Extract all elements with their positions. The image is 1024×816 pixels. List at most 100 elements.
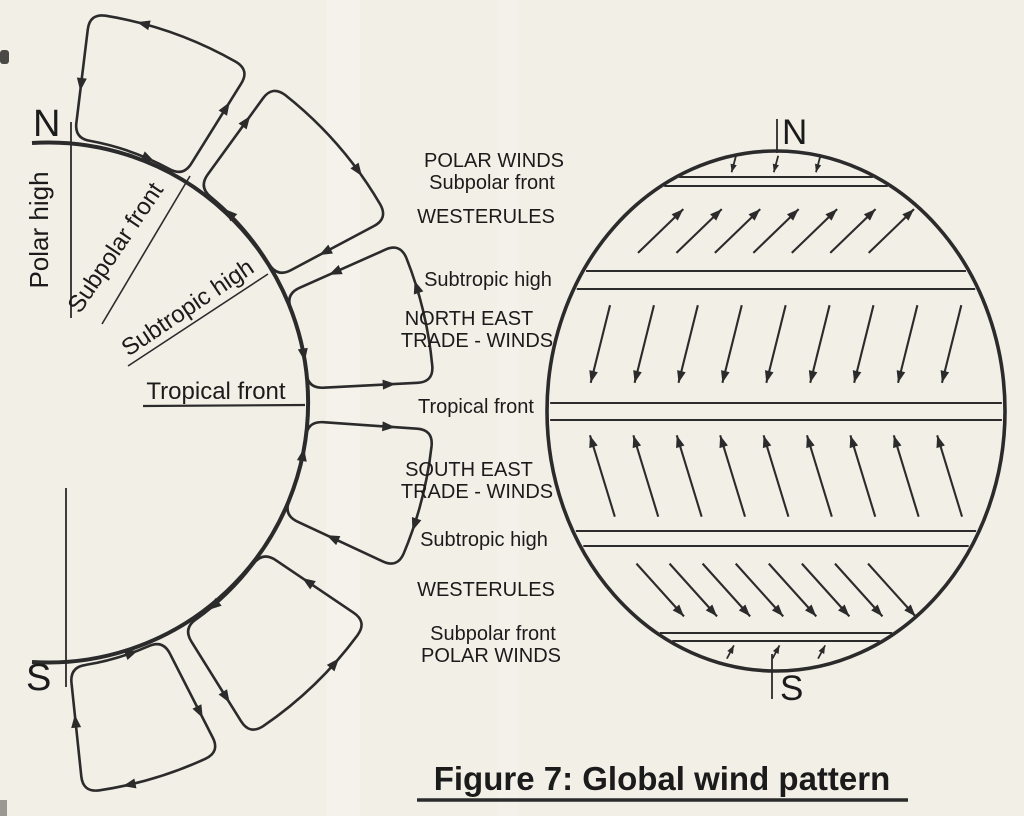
polar-winds-north-arrowhead [772,163,779,173]
ferrel-cell-north-loop [202,89,385,275]
polar-cell-north-loop [74,14,246,174]
ferrel-cell-south-loop [186,555,363,731]
northeast-trade-winds-arrow-shaft [633,304,655,384]
westerlies-south-arrowhead [838,604,850,617]
cell-flow-arrowhead [218,689,230,703]
southeast-trade-winds-arrow-shaft [588,435,616,517]
figure-caption: Figure 7: Global wind pattern [417,760,908,802]
southeast-trade-winds-arrowhead [632,435,642,449]
northeast-trade-winds-arrows [589,304,963,384]
cell-flow-arrowhead [140,151,155,162]
polar-winds-north-arrows [730,155,822,173]
westerlies-north-arrowhead [825,209,838,221]
northeast-trade-winds-arrowhead [677,370,686,383]
globe-north-label: N [782,113,807,152]
hadley-cell-north-loop [288,246,434,390]
northeast-trade-winds-arrowhead [721,370,730,383]
belt-label-subpolar-front: Subpolar front [430,623,556,645]
figure-caption-text: Figure 7: Global wind pattern [434,760,891,797]
belt-label-westerules: WESTERULES [417,206,555,228]
cell-flow-arrowhead [297,347,308,362]
polar-high-label: Polar high [24,171,54,288]
globe-wind-arrows [588,155,964,660]
polar-cell-south [70,642,217,792]
belt-label-trade-winds: TRADE - WINDS [401,330,553,352]
polar-cell-north [74,14,246,174]
northeast-trade-winds-arrow-shaft [765,304,787,384]
cell-flow-arrowhead [122,778,137,789]
belt-label-tropical-front: Tropical front [418,396,534,418]
polar-winds-south-arrowhead [727,645,734,654]
westerlies-north-arrowhead [748,209,761,221]
cell-flow-arrowhead [411,516,422,531]
south-pole-label: S [26,657,51,699]
cell-flow-arrowhead [76,77,87,91]
southeast-trade-winds-arrowhead [936,435,945,449]
northeast-trade-winds-arrow-shaft [677,304,699,384]
westerlies-south-arrowhead [705,604,718,617]
circulation-cell-loops [70,14,434,792]
globe-outline [545,149,1007,673]
scan-artifact [0,50,9,64]
southeast-trade-winds-arrowhead [762,435,772,449]
southeast-trade-winds-arrow-shaft [719,435,747,517]
southeast-trade-winds-arrowhead [676,435,685,449]
cell-flow-arrowhead [328,264,343,275]
subtropic-high-line [127,273,269,367]
ferrel-cell-south [186,555,363,731]
polar-winds-south-arrows [726,644,826,660]
northeast-trade-winds-arrowhead [808,370,818,383]
westerlies-south-arrowhead [771,604,784,617]
tropical-front-line [142,403,306,408]
polar-winds-south-arrowhead [818,645,826,654]
westerlies-north-arrowhead [786,209,799,221]
polar-winds-north-arrowhead [730,163,737,173]
southeast-trade-winds-arrow-shaft [849,435,877,517]
westerlies-south-arrowhead [904,604,916,617]
cell-flow-arrowhead [350,162,363,177]
hemisphere-arc [31,140,311,665]
hadley-cell-north [288,246,434,390]
southeast-trade-winds-arrowhead [589,435,598,449]
northeast-trade-winds-arrowhead [764,370,774,383]
westerlies-north-arrowhead [863,209,876,221]
cell-flow-arrowhead [326,658,340,672]
westerlies-south-arrows [635,562,917,618]
northeast-trade-winds-arrow-shaft [589,304,612,384]
southeast-trade-winds-arrow-shaft [632,435,660,517]
cell-flow-arrowhead [123,650,138,660]
cell-flow-arrowhead [208,598,222,611]
northeast-trade-winds-arrowhead [896,370,906,383]
northeast-trade-winds-arrow-shaft [809,304,831,384]
belt-label-westerules: WESTERULES [417,579,555,601]
cell-flow-arrowhead [224,208,238,222]
westerlies-south-arrowhead [672,604,684,617]
southeast-trade-winds-arrowhead [893,435,902,449]
westerlies-south-arrowhead [738,604,751,617]
northeast-trade-winds-arrowhead [589,370,598,383]
westerlies-south-arrowhead [871,604,883,617]
northeast-trade-winds-arrow-shaft [940,304,963,384]
northeast-trade-winds-arrow-shaft [853,304,875,384]
cell-flow-arrowhead [326,535,341,546]
cell-flow-arrowhead [238,115,251,130]
belt-label-north-east: NORTH EAST [405,308,534,330]
belt-label-trade-winds: TRADE - WINDS [401,481,553,503]
tropical-front-label: Tropical front [146,378,285,405]
belt-label-polar-winds: POLAR WINDS [424,150,564,172]
cell-flow-arrowhead [296,448,307,462]
westerlies-north-arrowhead [671,209,684,221]
globe-front-lines [550,176,1002,642]
belt-label-south-east: SOUTH EAST [405,459,533,481]
westerlies-north-arrowhead [902,209,915,221]
scan-artifact [0,800,7,816]
hadley-cell-south [286,420,433,565]
westerlies-north-arrows [637,208,915,254]
polar-cell-south-loop [70,642,217,792]
globe-south-label: S [780,669,803,708]
northeast-trade-winds-arrowhead [633,370,642,383]
